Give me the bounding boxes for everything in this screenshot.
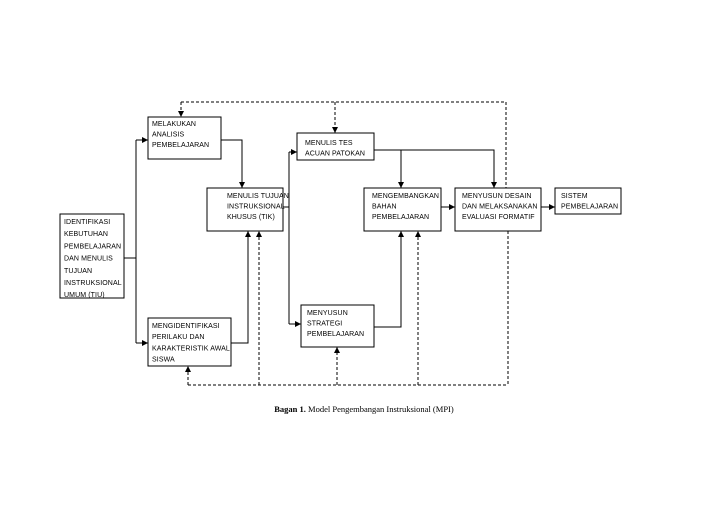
box-label-line: UMUM (TIU) <box>64 292 105 299</box>
solid-connectors <box>124 137 555 346</box>
box-label-line: DAN MENULIS <box>64 256 113 263</box>
box-label-line: TUJUAN <box>64 268 92 275</box>
box-label-line: ANALISIS <box>152 132 185 139</box>
box-label-line: KEBUTUHAN <box>64 231 108 238</box>
box-label-line: PEMBELAJARAN <box>152 142 209 149</box>
box-label-line: SISWA <box>152 357 175 364</box>
box-label-line: MENGIDENTIFIKASI <box>152 323 220 330</box>
box-bahan: MENGEMBANGKAN BAHAN PEMBELAJARAN <box>363 187 442 232</box>
box-label-line: MELAKUKAN <box>152 121 196 128</box>
caption-text: Model Pengembangan Instruksional (MPI) <box>305 404 454 414</box>
box-label-line: IDENTIFIKASI <box>64 219 110 226</box>
box-strategi: MENYUSUN STRATEGI PEMBELAJARAN <box>300 304 375 348</box>
box-bahan-text: MENGEMBANGKAN BAHAN PEMBELAJARAN <box>372 193 439 221</box>
box-label-line: EVALUASI FORMATIF <box>462 214 535 221</box>
box-tes: MENULIS TES ACUAN PATOKAN <box>296 132 375 161</box>
caption-label: Bagan 1. <box>274 404 306 414</box>
box-label-line: SISTEM <box>561 193 588 200</box>
arrow-strategi-bahan <box>374 231 404 328</box>
box-label-line: ACUAN PATOKAN <box>305 151 365 158</box>
box-analisis-text: MELAKUKAN ANALISIS PEMBELAJARAN <box>152 121 209 149</box>
box-label-line: KHUSUS (TIK) <box>227 214 275 221</box>
box-tik: MENULIS TUJUAN INSTRUKSIONAL KHUSUS (TIK) <box>206 187 289 232</box>
arrow-tes-bahan <box>374 149 404 188</box>
arrow-perilaku-tik <box>231 231 251 344</box>
box-identifikasi-text: IDENTIFIKASI KEBUTUHAN PEMBELAJARAN DAN MEN… <box>64 219 122 299</box>
box-sistem-text: SISTEM PEMBELAJARAN <box>561 193 618 211</box>
box-analisis: MELAKUKAN ANALISIS PEMBELAJARAN <box>147 116 222 160</box>
box-perilaku-text: MENGIDENTIFIKASI PERILAKU DAN KARAKTERISTI… <box>152 323 230 364</box>
box-evaluasi: MENYUSUN DESAIN DAN MELAKSANAKAN EVALUASI … <box>454 187 542 232</box>
box-label-line: PEMBELAJARAN <box>307 331 364 338</box>
box-label-line: DAN MELAKSANAKAN <box>462 204 538 211</box>
box-sistem: SISTEM PEMBELAJARAN <box>554 187 622 215</box>
box-strategi-text: MENYUSUN STRATEGI PEMBELAJARAN <box>307 310 364 338</box>
box-perilaku: MENGIDENTIFIKASI PERILAKU DAN KARAKTERISTI… <box>147 317 232 367</box>
box-evaluasi-text: MENYUSUN DESAIN DAN MELAKSANAKAN EVALUASI … <box>462 193 538 221</box>
box-label-line: INSTRUKSIONAL <box>64 280 122 287</box>
box-label-line: MENULIS TES <box>305 140 353 147</box>
box-tik-text: MENULIS TUJUAN INSTRUKSIONAL KHUSUS (TIK) <box>227 193 289 221</box>
box-label-line: MENYUSUN DESAIN <box>462 193 532 200</box>
box-label-line: KARAKTERISTIK AWAL <box>152 345 230 352</box>
box-label-line: PERILAKU DAN <box>152 334 205 341</box>
box-label-line: MENULIS TUJUAN <box>227 193 289 200</box>
box-label-line: INSTRUKSIONAL <box>227 204 285 211</box>
box-label-line: PEMBELAJARAN <box>372 214 429 221</box>
box-label-line: PEMBELAJARAN <box>561 204 618 211</box>
box-label-line: MENYUSUN <box>307 310 348 317</box>
box-tes-text: MENULIS TES ACUAN PATOKAN <box>305 140 365 158</box>
dashed-feedback-connectors <box>178 101 509 386</box>
figure-caption: Bagan 1. Model Pengembangan Instruksiona… <box>0 404 728 414</box>
box-label-line: STRATEGI <box>307 321 342 328</box>
arrow-tes-evaluasi <box>401 149 497 188</box>
box-label-line: BAHAN <box>372 204 397 211</box>
box-label-line: PEMBELAJARAN <box>64 243 121 250</box>
box-label-line: MENGEMBANGKAN <box>372 193 439 200</box>
arrow-analisis-tik <box>221 139 245 188</box>
box-identifikasi: IDENTIFIKASI KEBUTUHAN PEMBELAJARAN DAN MEN… <box>59 213 125 299</box>
